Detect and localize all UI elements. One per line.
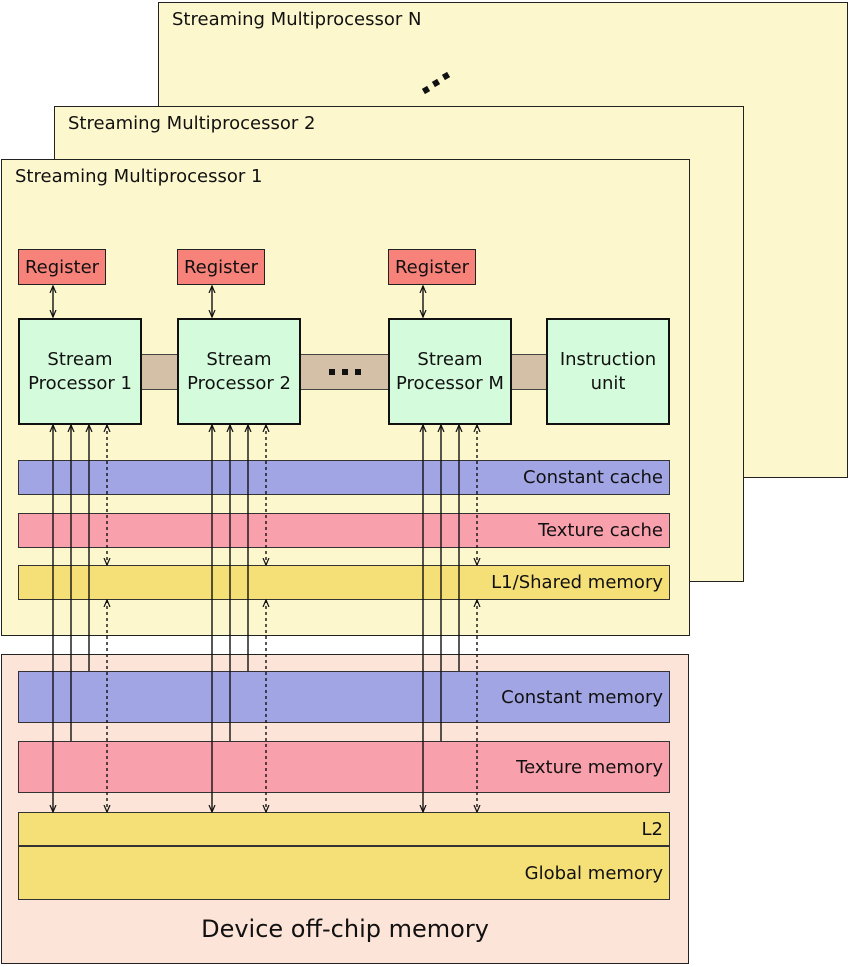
l1-shared-memory-band: L1/Shared memory [18,565,670,600]
device-memory-title: Device off-chip memory [201,915,489,943]
constant-memory-band: Constant memory [18,671,670,723]
register-m: Register [388,249,476,285]
processor-m-line2: Processor M [396,372,504,394]
ellipsis-diagonal-icon [421,71,451,95]
processor-1-line2: Processor 1 [28,372,132,394]
sm-2-title: Streaming Multiprocessor 2 [68,113,316,134]
sm-n-title: Streaming Multiprocessor N [172,9,422,30]
instruction-unit-line2: unit [590,372,626,394]
processor-bus [141,354,179,390]
processor-m-line1: Stream [417,348,483,370]
register-2: Register [177,249,265,285]
constant-cache-band: Constant cache [18,460,670,495]
l2-band: L2 [18,812,670,846]
processor-bus [511,354,548,390]
ellipsis-icon [329,369,361,375]
processor-1-line1: Stream [47,348,113,370]
global-memory-band: Global memory [18,846,670,900]
processor-2-line2: Processor 2 [187,372,291,394]
sm-1-title: Streaming Multiprocessor 1 [15,166,263,187]
texture-memory-band: Texture memory [18,741,670,793]
texture-cache-band: Texture cache [18,513,670,548]
processor-2-line1: Stream [206,348,272,370]
register-1: Register [18,249,106,285]
instruction-unit-line1: Instruction [559,348,657,370]
